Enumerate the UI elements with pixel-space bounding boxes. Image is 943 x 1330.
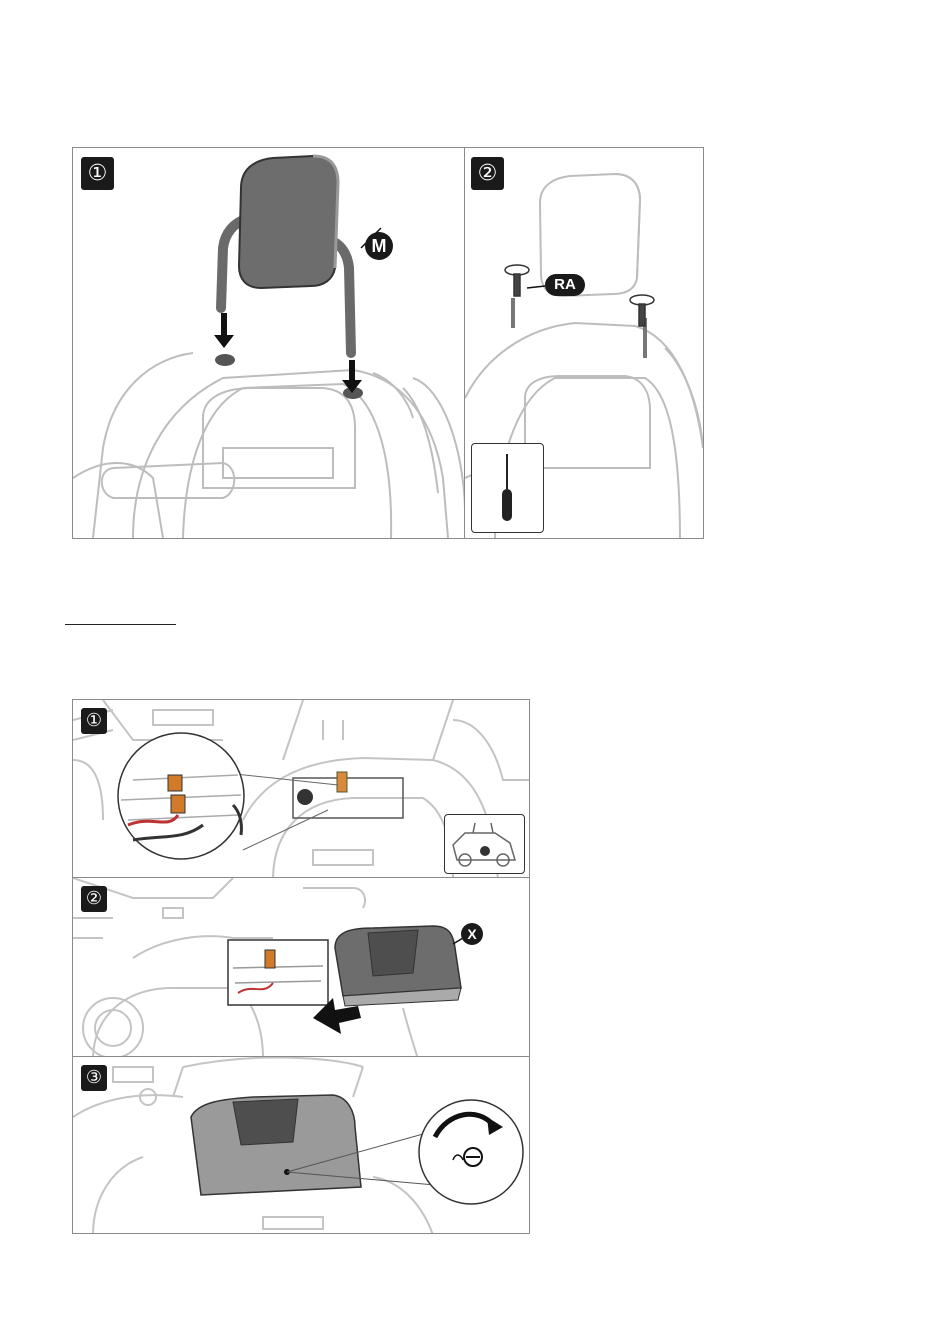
vehicle-thumbnail-icon [445, 815, 523, 872]
backrest-insert-illustration [73, 148, 465, 539]
seat-backrest-step2-panel: ② RA [464, 147, 704, 539]
battery-connect-step1-panel: ① [72, 699, 530, 879]
tool-inset [471, 443, 544, 533]
left-post-hole [215, 354, 235, 366]
seat-backrest-step1-panel: ① M [72, 147, 465, 539]
step-number-badge: ② [471, 157, 504, 190]
vehicle-overview-inset [444, 814, 525, 874]
section-heading [65, 602, 176, 625]
step-number-badge: ② [81, 886, 107, 912]
cover-lock-illustration [73, 1057, 530, 1234]
backrest-pad [239, 156, 338, 288]
step-number-badge: ① [81, 157, 114, 190]
step-number-badge: ③ [81, 1065, 107, 1091]
part-label-x: X [461, 923, 483, 945]
step-number-badge: ① [81, 708, 107, 734]
battery-cover-step3-panel: ③ [72, 1056, 530, 1234]
battery-cover-step2-panel: ② X [72, 877, 530, 1058]
screwdriver-icon [472, 444, 542, 531]
part-label-m: M [365, 232, 393, 260]
cover-placement-illustration [73, 878, 530, 1058]
part-label-ra: RA [545, 274, 585, 296]
